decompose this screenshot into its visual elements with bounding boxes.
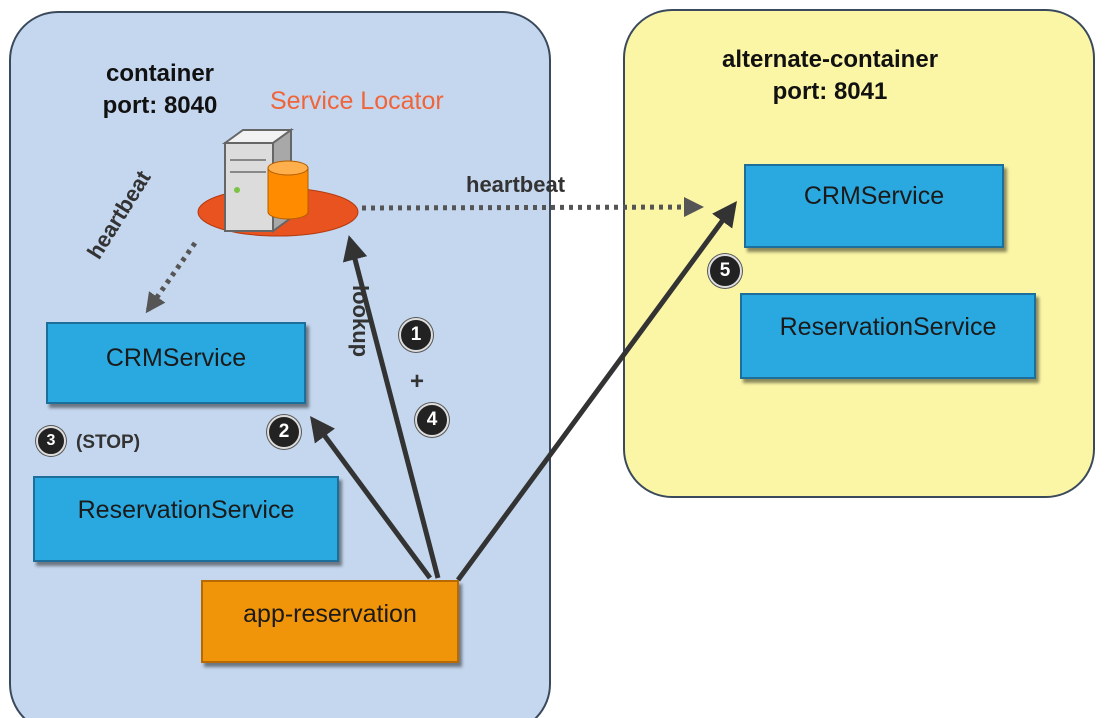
failover-arrow — [455, 200, 737, 582]
right-container-port: port: 8041 — [772, 78, 888, 105]
left-container-port: port: 8040 — [102, 92, 218, 119]
step-4-badge: 4 — [415, 403, 449, 437]
service-locator-icon — [197, 128, 359, 237]
service-locator-label: Service Locator — [270, 87, 444, 115]
left-reservation-service[interactable]: ReservationService — [33, 476, 339, 562]
app-reservation-label: app-reservation — [243, 600, 417, 628]
call-arrow-crm — [310, 415, 433, 580]
right-crm-service-label: CRMService — [803, 182, 945, 210]
right-container-name: alternate-container — [721, 46, 939, 73]
right-crm-service[interactable]: CRMService — [744, 164, 1004, 248]
left-container-title: container port: 8040 — [80, 58, 240, 122]
step-3-badge: 3 — [36, 426, 66, 456]
lookup-label: lookup — [348, 285, 373, 358]
plus-label: + — [410, 368, 425, 395]
left-container-name: container — [105, 60, 215, 87]
step-2-badge: 2 — [267, 415, 301, 449]
app-reservation[interactable]: app-reservation — [201, 580, 459, 663]
lookup-arrow — [342, 235, 441, 579]
left-reservation-service-label: ReservationService — [77, 496, 295, 524]
step-1-badge: 1 — [399, 318, 433, 352]
stop-label: (STOP) — [76, 432, 141, 453]
heartbeat-label-right: heartbeat — [466, 172, 566, 197]
right-container-title: alternate-container port: 8041 — [700, 44, 960, 108]
right-reservation-service-label: ReservationService — [779, 313, 997, 341]
right-reservation-service[interactable]: ReservationService — [740, 293, 1036, 379]
left-crm-service-label: CRMService — [105, 344, 247, 372]
left-crm-service[interactable]: CRMService — [46, 322, 306, 404]
heartbeat-arrow-right — [361, 197, 704, 218]
step-5-badge: 5 — [708, 254, 742, 288]
